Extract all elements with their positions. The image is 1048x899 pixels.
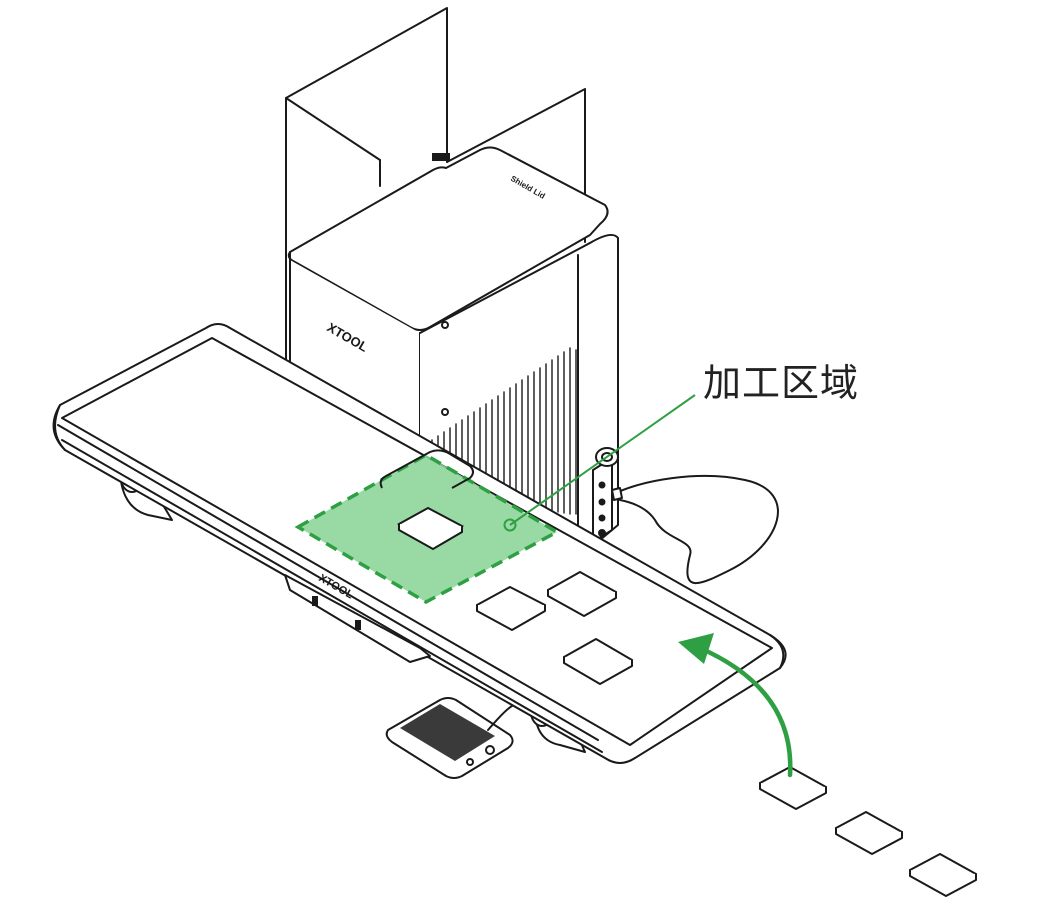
callout-leader bbox=[503, 394, 696, 532]
control-box bbox=[385, 697, 514, 779]
processing-zone-label: 加工区域 bbox=[703, 361, 860, 405]
workpieces-on-belt bbox=[476, 571, 633, 685]
incoming-workpieces bbox=[759, 766, 977, 897]
power-cable bbox=[611, 475, 779, 585]
processing-zone bbox=[294, 449, 561, 605]
port-panel-icon bbox=[592, 457, 613, 543]
curved-arrow-icon bbox=[678, 633, 793, 778]
